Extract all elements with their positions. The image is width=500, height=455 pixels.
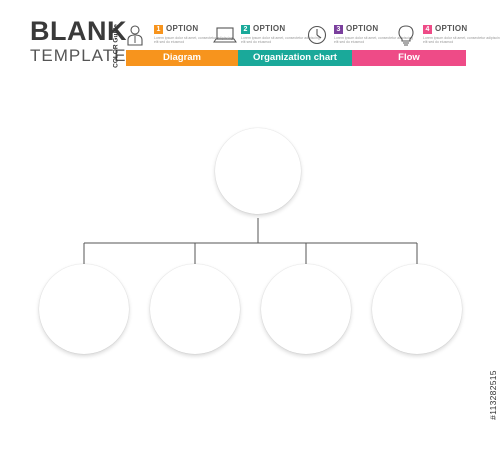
stock-id-watermark: #113282515: [488, 370, 498, 420]
option-4: 4 OPTION Lorem ipsum dolor sit amet, con…: [395, 23, 500, 51]
root-node-circle: [215, 128, 301, 214]
option-2-label: OPTION: [253, 24, 286, 33]
option-3-description: Lorem ipsum dolor sit amet, consectetur …: [334, 36, 413, 45]
option-1: 1 OPTION Lorem ipsum dolor sit amet, con…: [126, 23, 241, 51]
option-4-label: OPTION: [435, 24, 468, 33]
option-3: 3 OPTION Lorem ipsum dolor sit amet, con…: [306, 23, 421, 51]
clock-icon: [307, 25, 327, 45]
template-title: BLANK TEMPLATE: [30, 16, 127, 65]
title-line-2: TEMPLATE: [30, 46, 127, 65]
bar-segment-diagram: Diagram: [126, 50, 238, 66]
option-1-number: 1: [154, 25, 163, 34]
option-2-number: 2: [241, 25, 250, 34]
option-1-label: OPTION: [166, 24, 199, 33]
option-1-description: Lorem ipsum dolor sit amet, consectetur …: [154, 36, 233, 45]
child-node-circle-4: [372, 264, 462, 354]
bar-segment-organization-chart: Organization chart: [238, 50, 352, 66]
title-line-1: BLANK: [30, 16, 127, 46]
option-2: 2 OPTION Lorem ipsum dolor sit amet, con…: [213, 23, 328, 51]
option-3-label: OPTION: [346, 24, 379, 33]
child-node-circle-3: [261, 264, 351, 354]
option-4-description: Lorem ipsum dolor sit amet, consectetur …: [423, 36, 500, 45]
child-node-circle-1: [39, 264, 129, 354]
bar-segment-flow: Flow: [352, 50, 466, 66]
option-4-number: 4: [423, 25, 432, 34]
child-node-circle-2: [150, 264, 240, 354]
option-3-number: 3: [334, 25, 343, 34]
option-2-description: Lorem ipsum dolor sit amet, consectetur …: [241, 36, 320, 45]
person-icon: [127, 25, 143, 46]
lightbulb-icon: [398, 25, 414, 46]
laptop-icon: [213, 27, 237, 43]
